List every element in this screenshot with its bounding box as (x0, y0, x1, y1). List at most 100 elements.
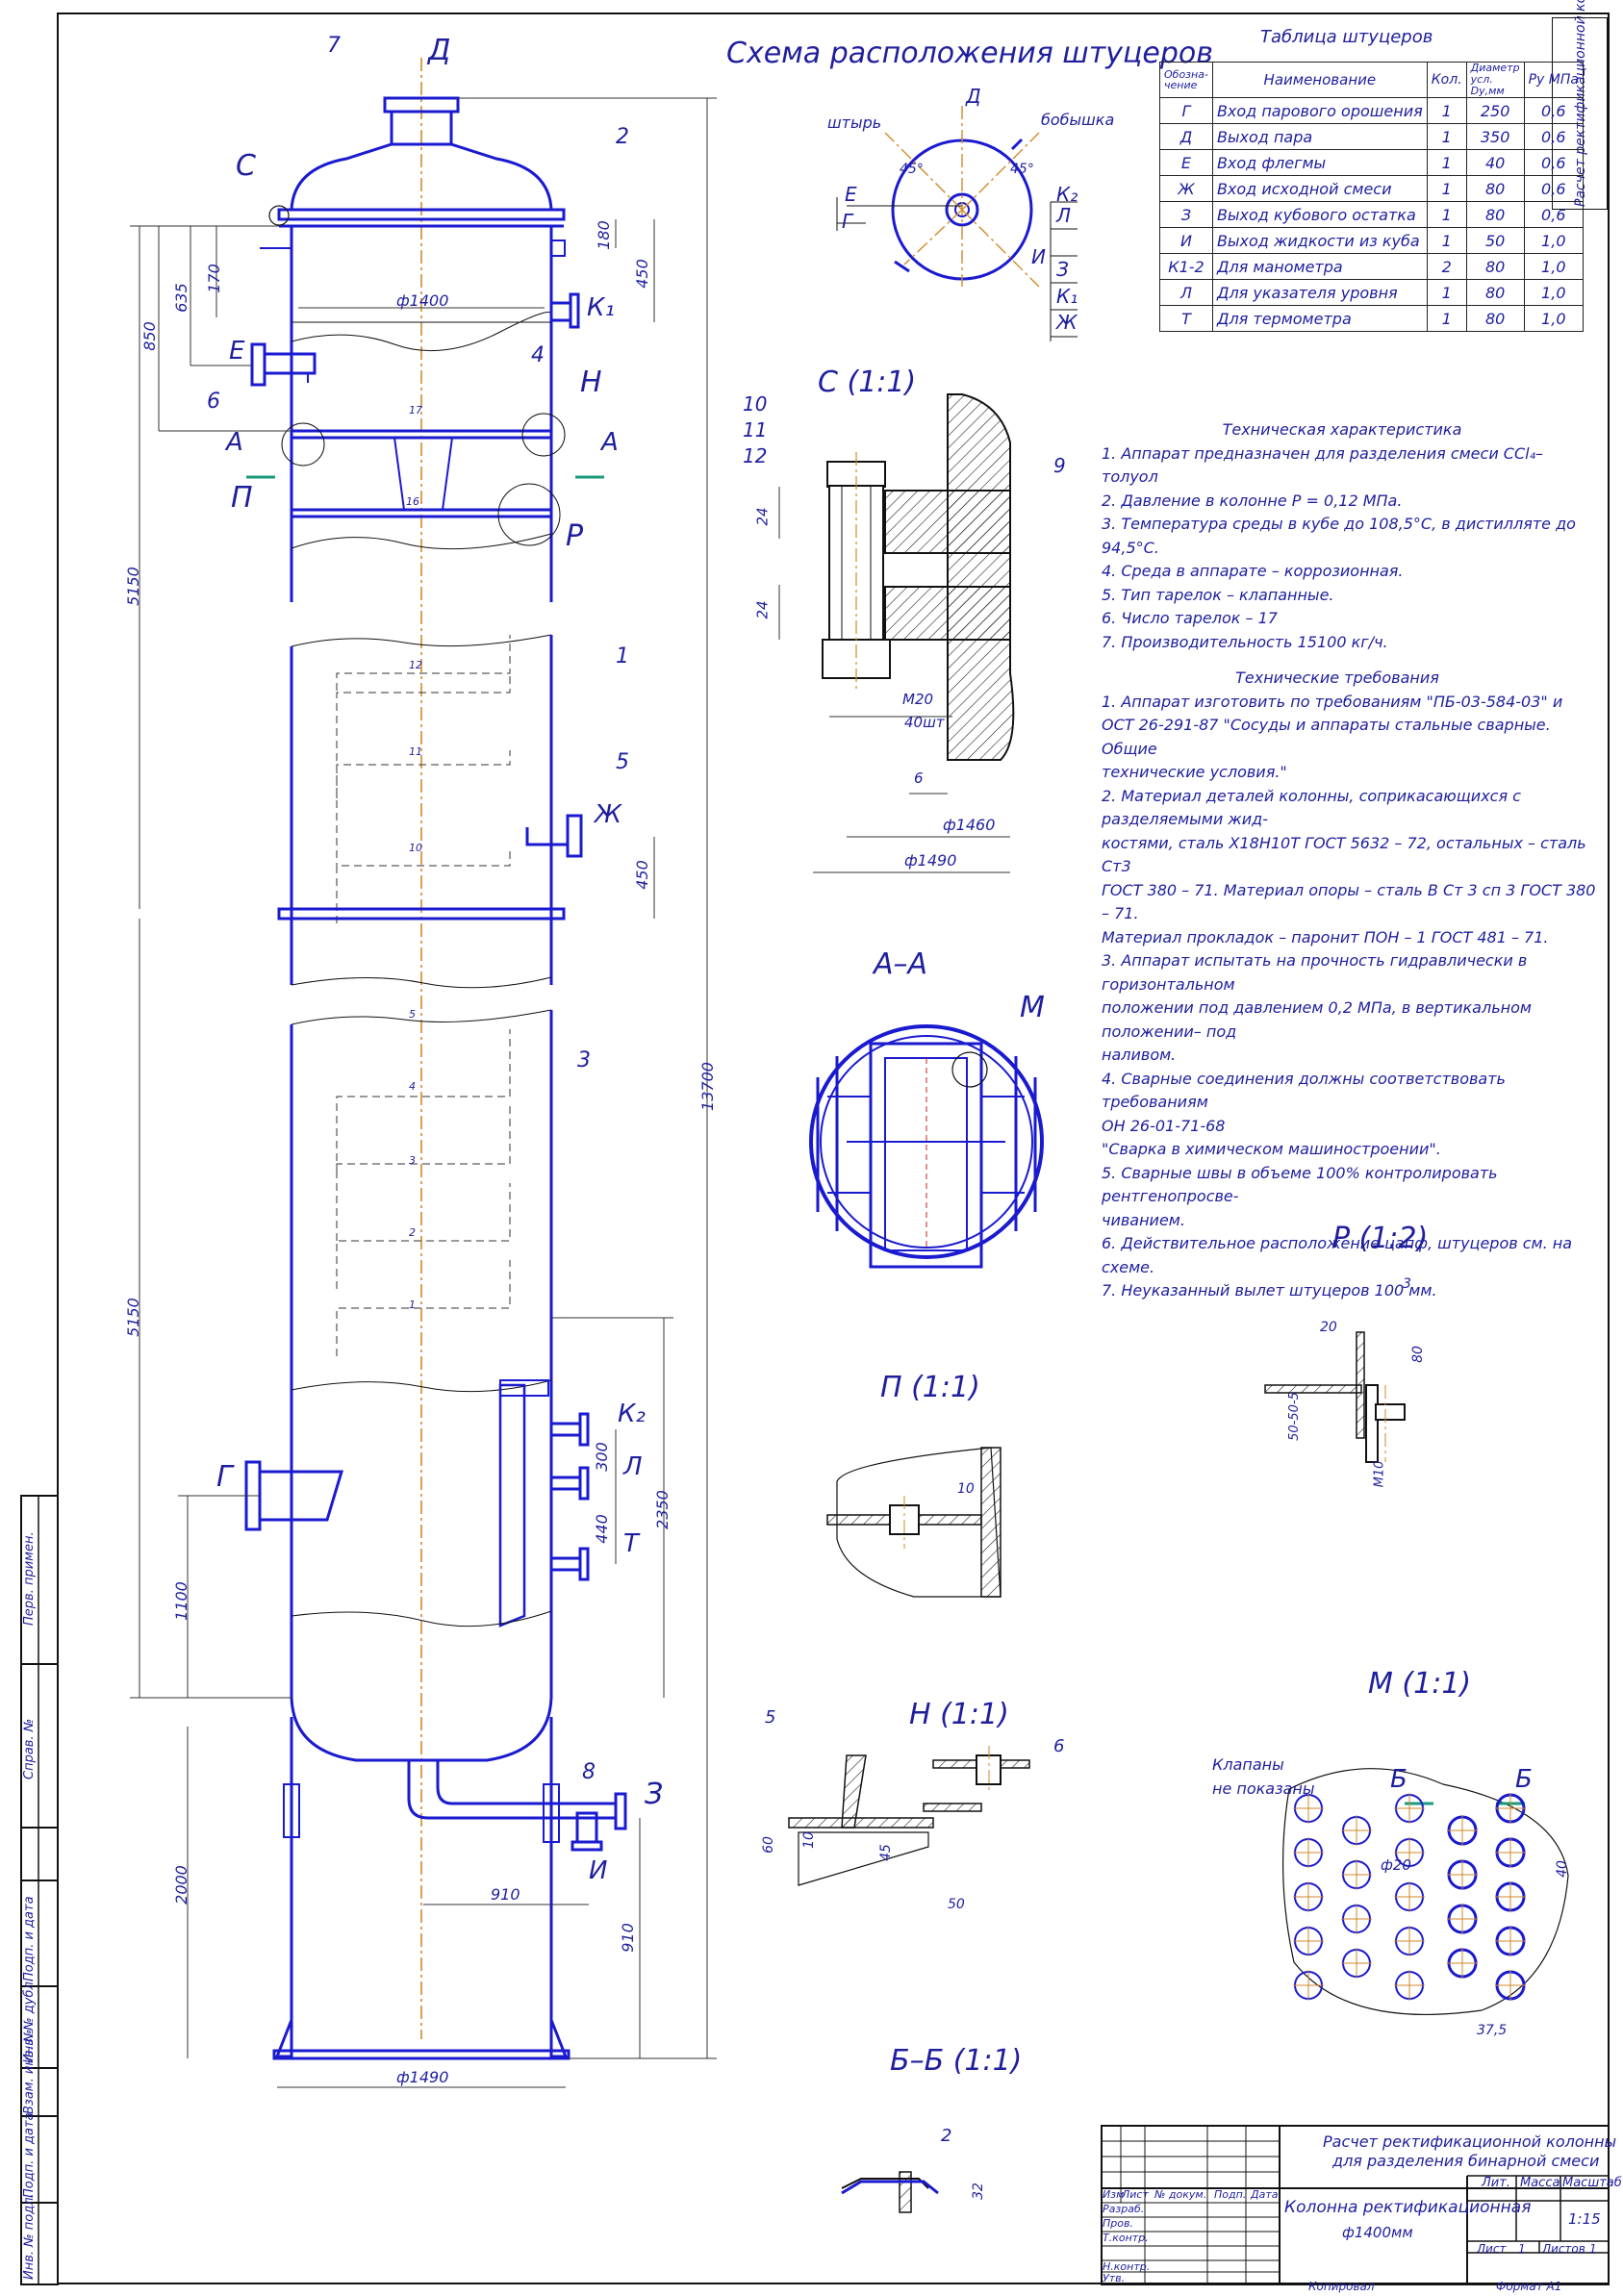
table-cell: 350 (1465, 123, 1525, 150)
m-not-shown-label: не показаны (1212, 1779, 1315, 1798)
dim-m-37-5: 37,5 (1477, 2023, 1508, 2038)
note-line: "Сварка в химическом машиностроении". (1102, 1140, 1441, 1158)
label-nozzle-k1: К₁ (587, 293, 615, 322)
dim-450-upper: 450 (632, 259, 651, 289)
table-cell: Вход парового орошения (1211, 97, 1428, 124)
tb-scale-value: 1:15 (1568, 2210, 1601, 2228)
table-header-name: Наименование (1211, 62, 1428, 98)
note-line: 6. Действительное расположение цапф, шту… (1102, 1234, 1573, 1276)
note-line: костями, сталь Х18Н10Т ГОСТ 5632 – 72, о… (1102, 833, 1586, 876)
note-line: 5. Тип тарелок – клапанные. (1102, 585, 1334, 604)
section-view-b-b (841, 2171, 939, 2213)
dim-c-6: 6 (914, 770, 924, 787)
tb-col-sign: Подп. (1214, 2188, 1247, 2201)
section-view-a-a (809, 1024, 1044, 1269)
note-line: 4. Среда в аппарате – коррозионная. (1102, 562, 1404, 580)
table-cell: Выход пара (1211, 123, 1428, 150)
table-title: Таблица штуцеров (1260, 27, 1433, 47)
tb-name-2: ф1400мм (1342, 2224, 1413, 2241)
scheme-pin-label: штырь (827, 114, 882, 132)
note-line: 1. Аппарат изготовить по требованиям "ПБ… (1102, 692, 1563, 711)
dim-5150-upper: 5150 (123, 567, 142, 606)
dim-440: 440 (592, 1514, 611, 1544)
label-nozzle-l: Л (623, 1452, 643, 1481)
label-section-a-right: А (601, 428, 619, 457)
dim-d1400: ф1400 (396, 291, 449, 310)
table-header-diameter: Диаметр усл. Dу,мм (1465, 62, 1525, 98)
sheet-frame (57, 13, 1610, 2284)
note-line: 4. Сварные соединения должны соответство… (1102, 1069, 1506, 1112)
table-cell: 40 (1465, 149, 1525, 176)
tb-col-doc: № докум. (1154, 2188, 1207, 2201)
mid-trays-hidden (336, 635, 511, 923)
note-line: 1. Аппарат предназначен для разделения с… (1102, 443, 1544, 487)
top-flange (277, 208, 566, 221)
table-cell: 0,6 (1523, 175, 1584, 202)
tb-col-sheet: Лист (1122, 2188, 1149, 2201)
table-cell: Г (1159, 97, 1213, 124)
strip-sign-date: Подп. и дата (22, 1896, 37, 1981)
tb-sheet-n: 1 (1518, 2242, 1526, 2256)
label-nozzle-t: Т (623, 1529, 639, 1558)
dim-c-24-lower: 24 (753, 600, 772, 619)
dim-r-50: 50-50-5 (1286, 1392, 1302, 1441)
detail-view-c (778, 393, 1015, 873)
view-title-c: С (1:1) (818, 366, 917, 399)
note-line: 2. Материал деталей колонны, соприкасающ… (1102, 786, 1521, 829)
label-tray-2: 2 (409, 1226, 416, 1239)
dim-2350: 2350 (652, 1490, 672, 1529)
m-label-b-left: Б (1390, 1765, 1407, 1794)
table-cell: Для манометра (1211, 253, 1428, 280)
tb-scale: Масштаб (1562, 2176, 1622, 2190)
note-line: Материал прокладок – паронит ПОН – 1 ГОС… (1102, 927, 1549, 946)
label-item-5: 5 (616, 750, 629, 774)
scheme-letter-l: Л (1056, 204, 1072, 227)
table-cell: Ж (1159, 175, 1213, 202)
note-line: 2. Давление в колонне Р = 0,12 МПа. (1102, 491, 1403, 510)
view-title-bb: Б–Б (1:1) (890, 2044, 1023, 2078)
label-item-6: 6 (207, 390, 220, 414)
table-cell: Т (1159, 305, 1213, 332)
tb-col-date: Дата (1251, 2188, 1279, 2201)
view-title-m: М (1:1) (1368, 1667, 1472, 1701)
m-valves-label: Клапаны (1212, 1755, 1284, 1774)
top-head (290, 142, 553, 212)
table-cell: 80 (1465, 175, 1525, 202)
lower-trays-hidden (336, 1029, 511, 1356)
label-tray-12: 12 (409, 659, 422, 671)
table-cell: Для указателя уровня (1211, 279, 1428, 306)
scheme-letter-g: Г (842, 210, 853, 233)
view-title-aa: А–А (874, 947, 928, 981)
dim-635: 635 (171, 283, 190, 313)
dim-n-10: 10 (800, 1831, 817, 1849)
n-item-5: 5 (765, 1707, 776, 1728)
label-tray-16: 16 (406, 495, 419, 508)
dim-300: 300 (592, 1442, 611, 1472)
dim-13700: 13700 (697, 1062, 717, 1111)
strip-first-use: Перв. примен. (22, 1531, 37, 1626)
dim-2000: 2000 (171, 1865, 190, 1905)
dim-450-lower: 450 (632, 860, 651, 890)
dim-180: 180 (594, 220, 613, 250)
table-cell: 1 (1426, 279, 1467, 306)
table-cell: 1 (1426, 175, 1467, 202)
scheme-boss-label: бобышка (1041, 111, 1115, 129)
note-line: технические условия." (1102, 763, 1287, 781)
label-nozzle-e: Е (229, 337, 245, 366)
view-title-n: Н (1:1) (909, 1698, 1009, 1731)
table-header-pressure: Pу МПа (1523, 62, 1584, 98)
label-tray-1: 1 (409, 1299, 416, 1311)
c-item-9: 9 (1053, 454, 1066, 477)
tb-role-author: Разраб. (1103, 2203, 1145, 2215)
note-line: наливом. (1102, 1046, 1177, 1064)
dim-bb-32: 32 (970, 2182, 986, 2200)
upper-trays (292, 429, 551, 518)
detail-view-m (1281, 1768, 1569, 2015)
label-item-1: 1 (616, 644, 629, 669)
tb-sheet: Лист (1477, 2242, 1507, 2256)
